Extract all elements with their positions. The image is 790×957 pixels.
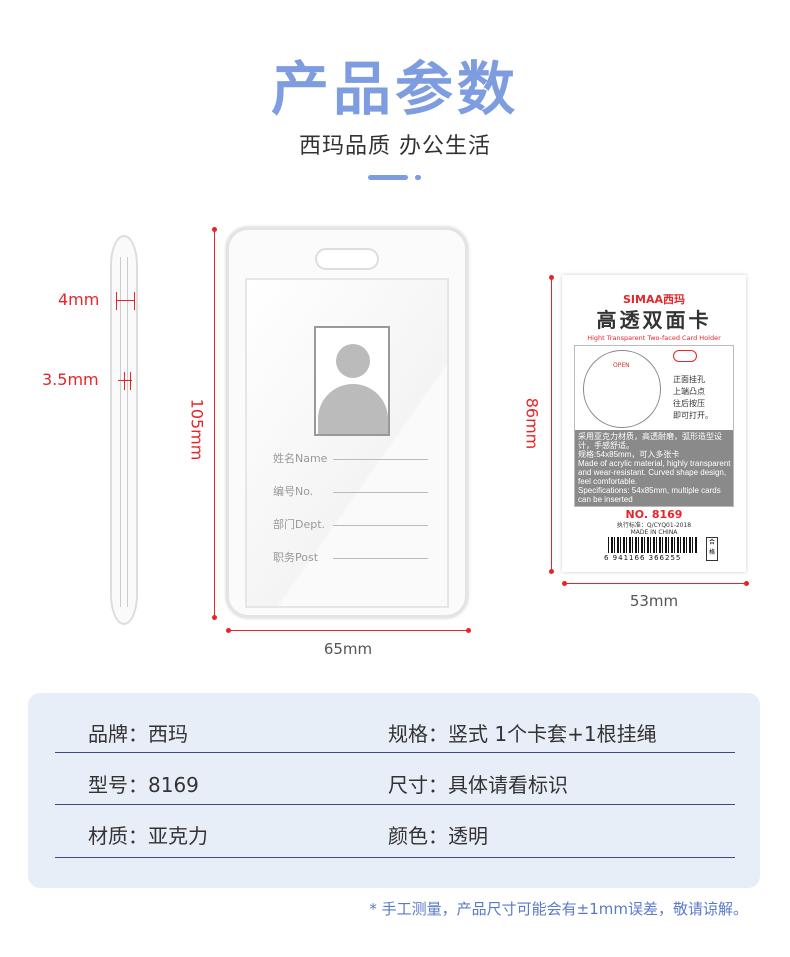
dim-dot — [226, 628, 231, 633]
avatar-icon — [314, 326, 390, 436]
spec-format: 规格：竖式 1个卡套+1根挂绳 — [388, 722, 657, 746]
dim-dot — [562, 581, 567, 586]
lanyard-slot — [315, 248, 379, 270]
dim-dot — [549, 569, 554, 574]
field-name: 姓名Name — [273, 450, 443, 466]
package-subtitle: Hight Transparent Two-faced Card Holder — [587, 334, 721, 342]
dim-dot — [212, 615, 217, 620]
spec-material: 材质：亚克力 — [88, 824, 208, 848]
divider — [55, 857, 735, 858]
barcode-number: 6 941166 366255 — [604, 554, 682, 562]
brand-logo: SIMAA西玛 — [623, 293, 685, 306]
dim-line — [214, 229, 215, 617]
feature-bullet: Made of acrylic material, highly transpa… — [578, 459, 731, 486]
page-title: 产品参数 — [270, 55, 519, 123]
field-no: 编号No. — [273, 483, 443, 499]
page-subtitle: 西玛品质 办公生活 — [299, 134, 491, 159]
qc-label: 合格 — [706, 537, 718, 561]
dim-line — [116, 292, 117, 310]
dim-line — [124, 372, 125, 390]
card-holder-front: 姓名Name 编号No. 部门Dept. 职务Post — [226, 227, 468, 618]
dim-dot — [466, 628, 471, 633]
package-card: SIMAA西玛 高透双面卡 Hight Transparent Two-face… — [562, 275, 746, 572]
dim-line — [228, 630, 468, 631]
divider — [55, 804, 735, 805]
spec-brand: 品牌：西玛 — [88, 722, 188, 746]
package-title: 高透双面卡 — [596, 308, 712, 332]
measurement-note: * 手工测量，产品尺寸可能会有±1mm误差，敬请谅解。 — [369, 900, 748, 918]
dim-line — [116, 300, 134, 301]
standard: 执行标准：Q/CYQ01-2018 — [616, 522, 692, 529]
spec-model: 型号：8169 — [88, 773, 199, 797]
dim-dot — [744, 581, 749, 586]
dim-line — [118, 380, 132, 381]
field-dept: 部门Dept. — [273, 516, 443, 532]
decor-dot — [415, 175, 421, 180]
instruction-box: OPEN 正面挂孔上端凸点往后按压即可打开。 采用亚克力材质，高透耐磨，弧形造型… — [574, 345, 734, 507]
dim-dot — [549, 275, 554, 280]
dim-dot — [212, 227, 217, 232]
width-dim: 65mm — [323, 640, 373, 658]
spec-size: 尺寸：具体请看标识 — [388, 773, 568, 797]
package-width-dim: 53mm — [629, 592, 679, 610]
side-dim-3.5mm: 3.5mm — [42, 370, 99, 389]
feature-bullet: Specifications: 54x85mm, multiple cards … — [578, 486, 721, 504]
feature-bullet: 采用亚克力材质，高透耐磨，弧形造型设计，手感舒适。 — [578, 432, 722, 450]
dim-line — [564, 583, 746, 584]
side-dim-4mm: 4mm — [58, 290, 100, 309]
card-window: 姓名Name 编号No. 部门Dept. 职务Post — [245, 278, 449, 608]
field-post: 职务Post — [273, 549, 443, 565]
package-height-dim: 86mm — [522, 397, 542, 450]
barcode — [608, 537, 698, 553]
divider — [55, 752, 735, 753]
feature-list: 采用亚克力材质，高透耐磨，弧形造型设计，手感舒适。 规格:54x85mm，可入多… — [575, 430, 733, 506]
decor-bar — [368, 175, 408, 180]
dim-line — [134, 292, 135, 310]
feature-bullet: 规格:54x85mm，可入多张卡 — [578, 450, 680, 459]
spec-panel — [28, 693, 760, 888]
origin: MADE IN CHINA — [630, 529, 678, 536]
model-number: NO. 8169 — [625, 508, 683, 521]
spec-color: 颜色：透明 — [388, 824, 488, 848]
height-dim: 105mm — [187, 398, 207, 461]
dim-line — [551, 277, 552, 570]
dim-line — [130, 372, 131, 390]
